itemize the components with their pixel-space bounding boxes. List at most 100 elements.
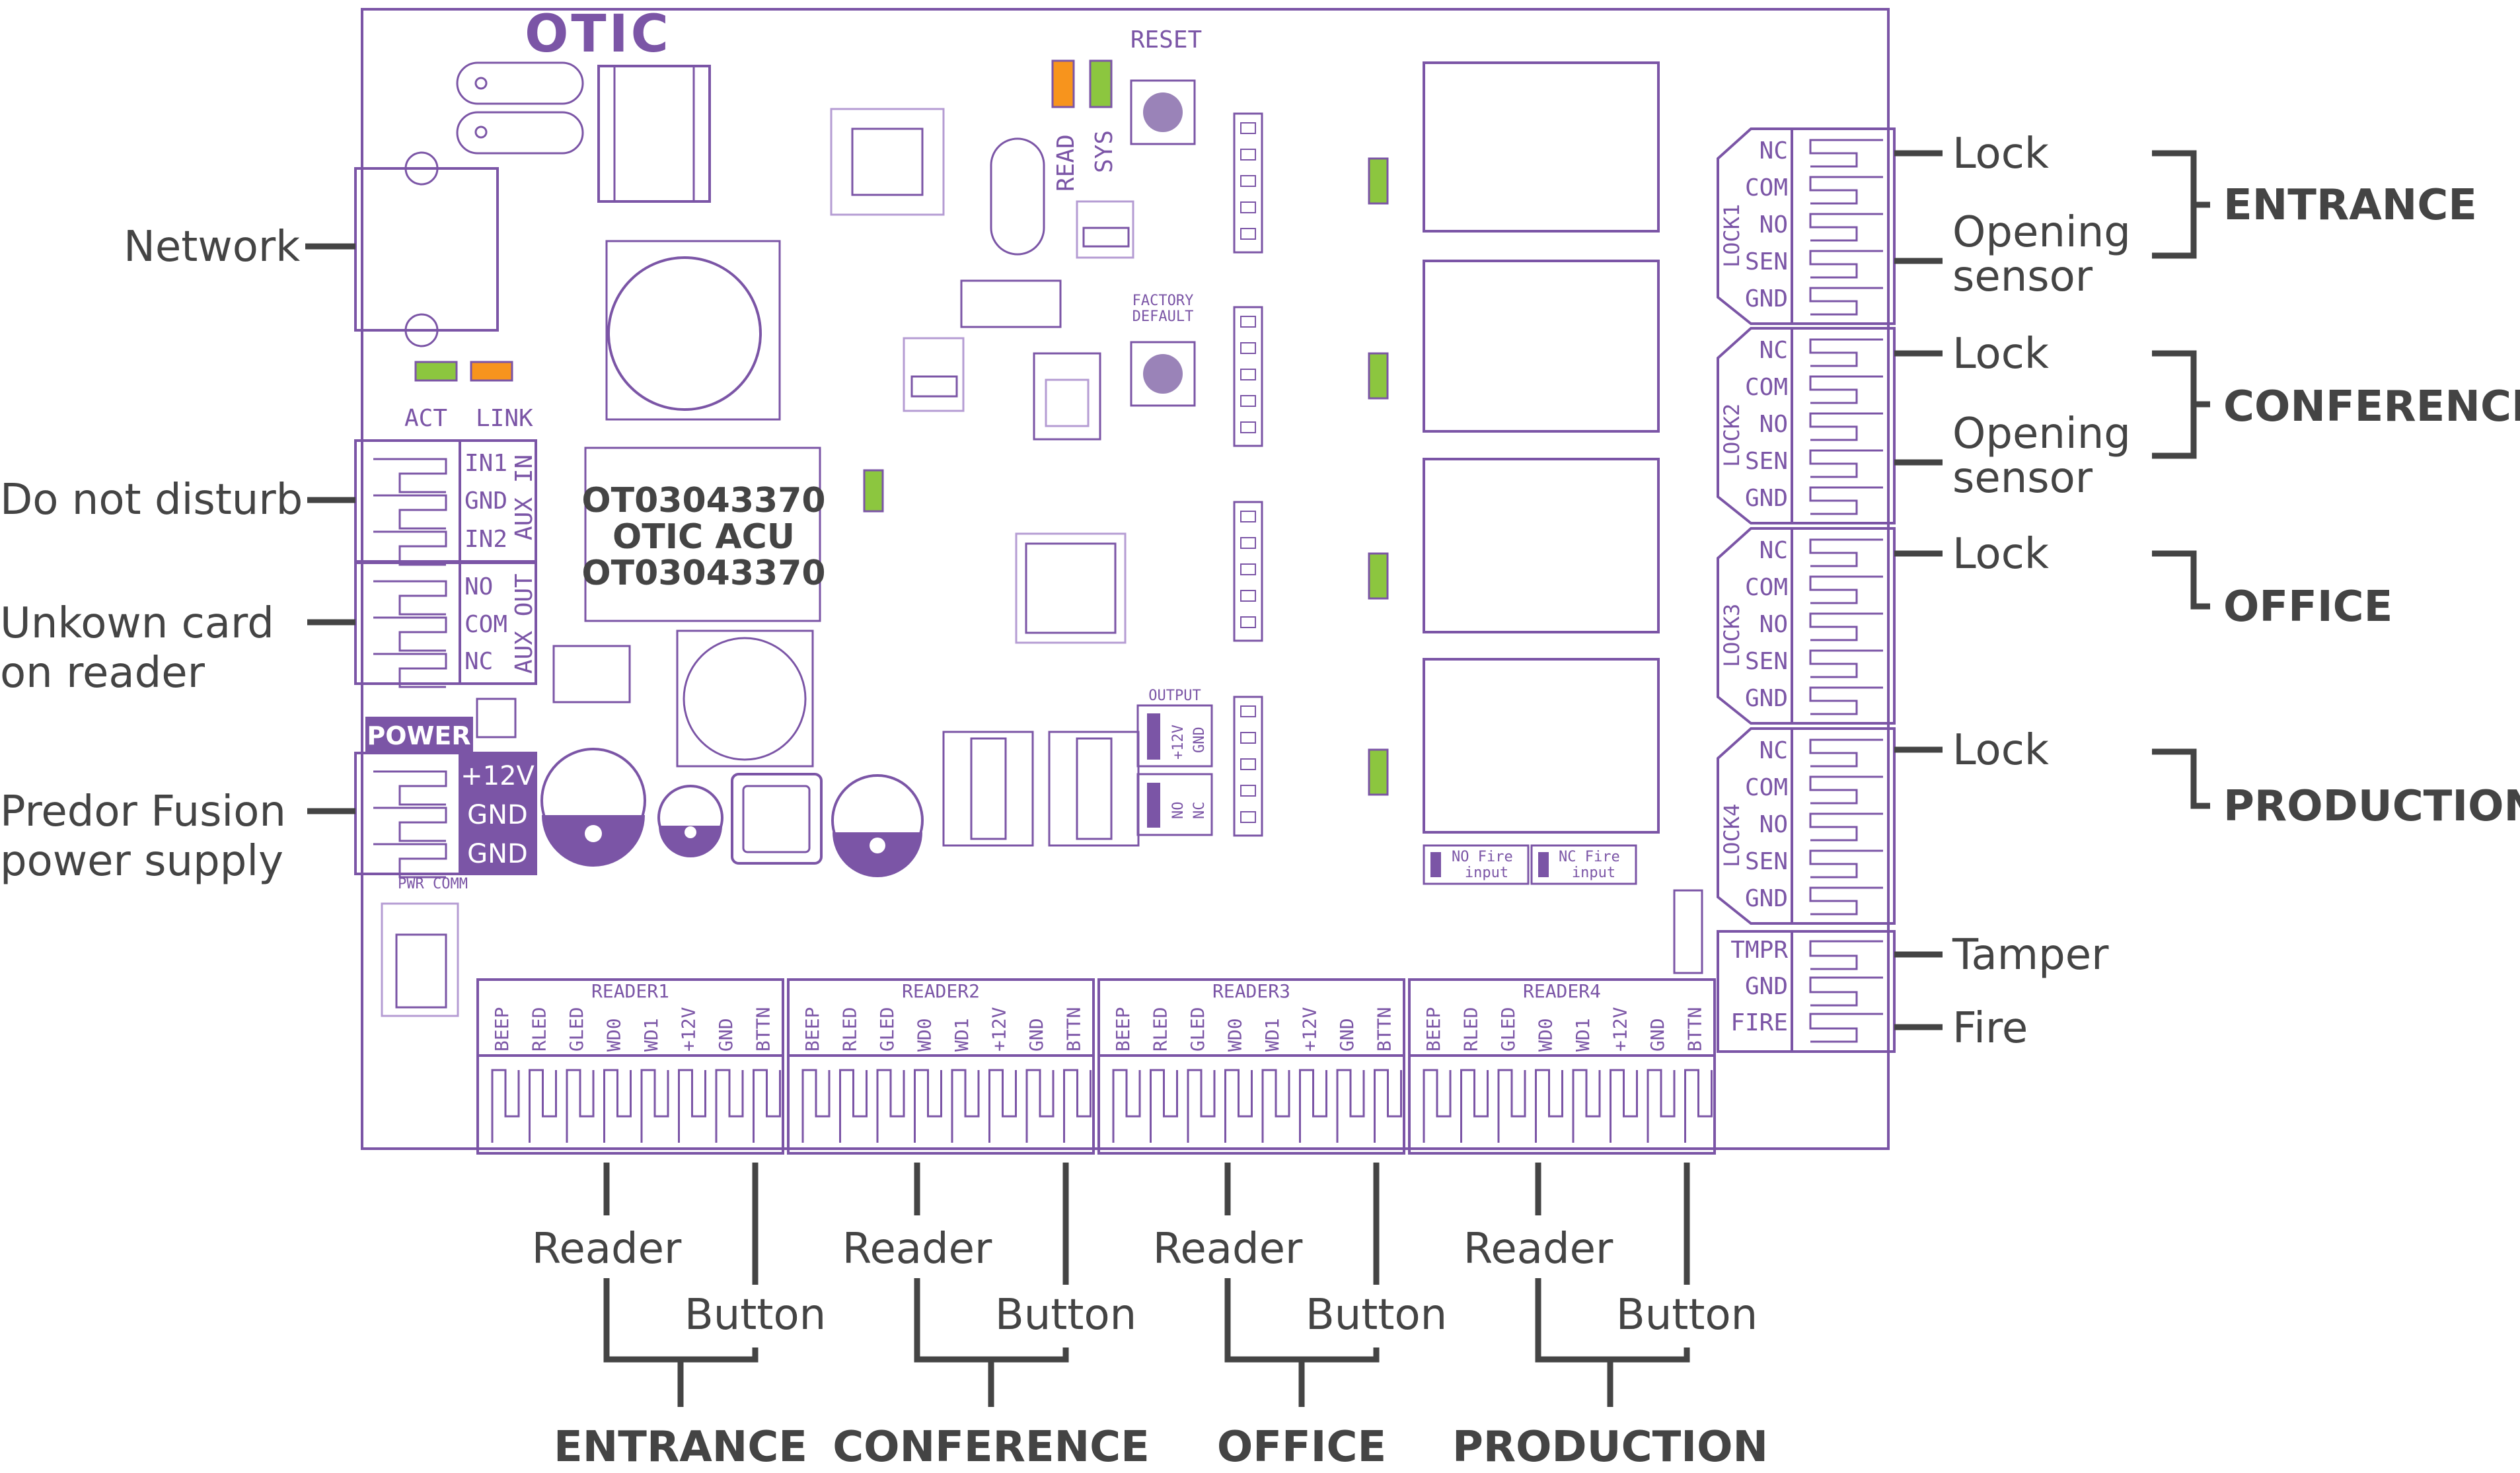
reader-3-pin-4: WD1: [1261, 1018, 1283, 1052]
output-jumper-top: [1136, 704, 1213, 768]
tamper-pin-2: GND: [1745, 973, 1788, 1000]
lock-2-label: Lock: [1952, 330, 2049, 378]
reader-1-bracket: [603, 1278, 759, 1407]
relay-led-2: [1368, 352, 1389, 400]
power-pin-1: +12V: [461, 761, 535, 791]
processor-chip: [1015, 532, 1127, 644]
aux-in-pin-1: IN1: [464, 450, 507, 477]
reader-1-pin-7: BTTN: [753, 1007, 774, 1052]
reader-1-pin-3: WD0: [603, 1018, 625, 1052]
reader-2-bracket: [914, 1278, 1069, 1407]
lock-1-pin-no: NO: [1760, 211, 1788, 238]
lock-4-pin-gnd: GND: [1745, 885, 1788, 912]
aux-in-pin-3: IN2: [464, 526, 507, 553]
reader-1-pin-6: GND: [715, 1018, 737, 1052]
otic-logo: OTIC: [525, 5, 671, 64]
aux-in-title: AUX IN: [511, 454, 538, 540]
pin-header-4: [1233, 696, 1263, 837]
reader-4-pin-2: GLED: [1497, 1007, 1519, 1052]
tamper-pin-1: TMPR: [1730, 937, 1788, 964]
aux-in-pin-2: GND: [464, 487, 507, 515]
square-chip-top: [830, 108, 945, 216]
reader-1-pin-5: +12V: [678, 1007, 700, 1052]
reader-2-pin-3: WD0: [914, 1018, 936, 1052]
reader-title-2: READER2: [902, 980, 980, 1002]
capacitor-small: [657, 785, 723, 857]
reader-3-reader-label: Reader: [1153, 1225, 1303, 1274]
id-line-2: OTIC ACU: [612, 517, 795, 557]
voltage-regulator: [903, 337, 965, 412]
id-label-box: [584, 447, 821, 622]
lock-1-pin-nc: NC: [1760, 137, 1788, 164]
pin-header-2: [1233, 306, 1263, 447]
id-line-3: OT03043370: [581, 554, 825, 593]
aux-out-title: AUX OUT: [511, 573, 538, 674]
lock-3-pin-sen: SEN: [1745, 648, 1788, 675]
entrance-bracket: [2152, 150, 2210, 259]
office-bracket: [2152, 550, 2210, 610]
reader-3-pin-7: BTTN: [1374, 1007, 1395, 1052]
reader-1-pin-4: WD1: [640, 1018, 662, 1052]
lock-2-pin-nc: NC: [1760, 337, 1788, 364]
pin-header-1: [1233, 112, 1263, 254]
power-badge: [365, 717, 473, 753]
sys-led-label: SYS: [1091, 130, 1118, 173]
conference-bracket: [2152, 350, 2210, 459]
factory-default-label-2: DEFAULT: [1132, 308, 1194, 325]
small-ic: [1033, 352, 1101, 441]
id-line-1: OT03043370: [581, 481, 825, 521]
reader-2-reader-label: Reader: [842, 1225, 992, 1274]
crystal-oscillators: [456, 61, 584, 155]
power-title: POWER: [367, 721, 470, 750]
lock-1-pin-sen: SEN: [1745, 248, 1788, 275]
power-supply-label-1: Predor Fusion: [0, 787, 286, 836]
production-bracket: [2152, 748, 2210, 809]
battery-holder: [605, 240, 781, 421]
lock-4-label: Lock: [1952, 726, 2049, 775]
small-part-a: [1076, 200, 1134, 259]
reader-1-pin-2: GLED: [566, 1007, 587, 1052]
reader-2-pin-5: +12V: [988, 1007, 1010, 1052]
inductor: [731, 773, 823, 865]
factory-default-button[interactable]: [1130, 341, 1196, 407]
power-connector: [354, 752, 537, 875]
driver-ic-2: [1048, 731, 1140, 847]
crystal-vertical: [990, 137, 1045, 256]
small-part-e: [476, 698, 517, 738]
reset-button[interactable]: [1130, 79, 1196, 145]
reader-3-button-label: Button: [1306, 1291, 1447, 1340]
group-conference-right: CONFERENCE: [2223, 382, 2520, 431]
pin-headers: [1233, 112, 1263, 837]
tamper-pin-3: FIRE: [1730, 1009, 1788, 1036]
relay-leds: [1368, 157, 1389, 796]
buzzer: [676, 629, 814, 768]
lock-title-2: LOCK2: [1719, 404, 1744, 467]
capacitor-large-2: [831, 774, 924, 877]
output-pin-12v: +12V: [1170, 725, 1187, 760]
lock-4-pin-no: NO: [1760, 811, 1788, 838]
status-led: [863, 469, 884, 513]
unknown-card-label-2: on reader: [0, 649, 205, 698]
lock-2-pin-sen: SEN: [1745, 448, 1788, 475]
output-jumper-bottom: [1136, 773, 1213, 836]
small-part-d: [552, 645, 631, 703]
reader-2-pin-7: BTTN: [1063, 1007, 1085, 1052]
output-title: OUTPUT: [1148, 688, 1201, 704]
reader-4-pin-6: GND: [1647, 1018, 1668, 1052]
fire-input-jumpers: [1423, 844, 1637, 885]
power-supply-label-2: power supply: [0, 837, 283, 886]
unknown-card-label-1: Unkown card: [0, 599, 274, 648]
reader-3-bracket: [1224, 1278, 1380, 1407]
lock-1-label: Lock: [1952, 129, 2049, 178]
reader-2-pin-4: WD1: [951, 1018, 973, 1052]
relay-led-1: [1368, 157, 1389, 205]
network-jack: [354, 151, 499, 347]
lock-4-pin-nc: NC: [1760, 737, 1788, 764]
reader-4-pin-5: +12V: [1610, 1007, 1631, 1052]
